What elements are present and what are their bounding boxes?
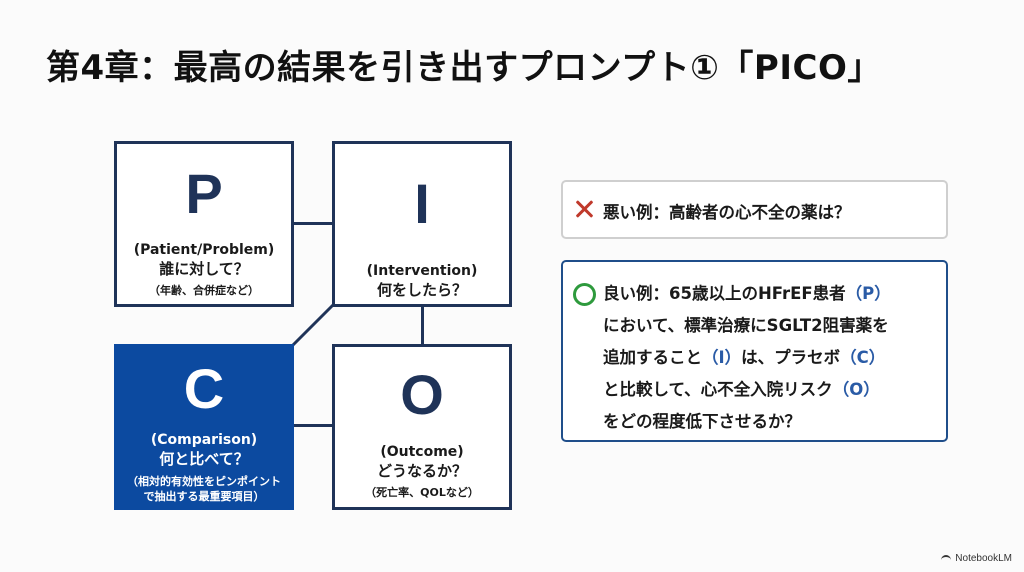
good-line5-text: をどの程度低下させるか？ xyxy=(603,412,801,431)
connector-c-o xyxy=(293,424,333,427)
pico-note-p: （年齢、合併症など） xyxy=(149,284,259,297)
pico-en-i: (Intervention) xyxy=(366,263,478,279)
connector-p-i xyxy=(293,222,333,225)
notebooklm-logo: NotebookLM xyxy=(941,553,1012,564)
pico-en-p: (Patient/Problem) xyxy=(133,242,275,258)
pico-letter-c: C xyxy=(183,357,225,420)
pico-letter-i: I xyxy=(414,172,430,235)
good-tag-c: （C） xyxy=(840,348,886,367)
good-line3-text: 追加すること xyxy=(603,348,702,367)
connector-c-i-diagonal xyxy=(290,301,337,348)
notebooklm-logo-icon xyxy=(941,554,952,563)
pico-question-o: どうなるか？ xyxy=(376,462,467,480)
good-line2-text: において、標準治療にSGLT2阻害薬を xyxy=(603,316,889,335)
pico-question-p: 誰に対して？ xyxy=(159,260,249,278)
cross-icon xyxy=(573,198,595,220)
pico-en-o: (Outcome) xyxy=(380,444,464,460)
good-tag-p: （P） xyxy=(845,284,891,303)
good-tag-i: （I） xyxy=(702,348,742,367)
pico-box-c: C (Comparison) 何と比べて？ （相対的有効性をピンポイント で抽出… xyxy=(114,344,294,510)
good-line1-text: 良い例：65歳以上のHFrEF患者 xyxy=(603,284,846,303)
bad-example-text: 悪い例：高齢者の心不全の薬は？ xyxy=(603,203,851,222)
good-line3-text2: は、プラセボ xyxy=(741,348,841,367)
pico-question-c: 何と比べて？ xyxy=(159,450,249,468)
slide-title: 第4章：最高の結果を引き出すプロンプト①「PICO」 xyxy=(46,48,882,88)
bad-example-card: 悪い例：高齢者の心不全の薬は？ xyxy=(561,180,948,239)
pico-note-c-line1: （相対的有効性をピンポイント xyxy=(127,475,281,488)
pico-question-i: 何をしたら？ xyxy=(376,281,467,299)
pico-en-c: (Comparison) xyxy=(150,432,258,448)
circle-icon xyxy=(573,283,596,306)
connector-i-o xyxy=(421,305,424,345)
good-example-text: 良い例：65歳以上のHFrEF患者（P） において、標準治療にSGLT2阻害薬を… xyxy=(603,278,936,438)
logo-text: NotebookLM xyxy=(955,553,1012,564)
pico-box-p: P (Patient/Problem) 誰に対して？ （年齢、合併症など） xyxy=(114,141,294,307)
pico-note-c-line2: で抽出する最重要項目） xyxy=(143,490,265,503)
pico-box-o: O (Outcome) どうなるか？ （死亡率、QOLなど） xyxy=(332,344,512,510)
pico-box-i: I (Intervention) 何をしたら？ xyxy=(332,141,512,307)
good-line4-text: と比較して、心不全入院リスク xyxy=(603,380,833,399)
pico-letter-o: O xyxy=(400,363,444,426)
good-example-card: 良い例：65歳以上のHFrEF患者（P） において、標準治療にSGLT2阻害薬を… xyxy=(561,260,948,442)
pico-letter-p: P xyxy=(185,162,223,225)
good-tag-o: （O） xyxy=(832,380,880,399)
pico-note-o: （死亡率、QOLなど） xyxy=(365,486,479,499)
